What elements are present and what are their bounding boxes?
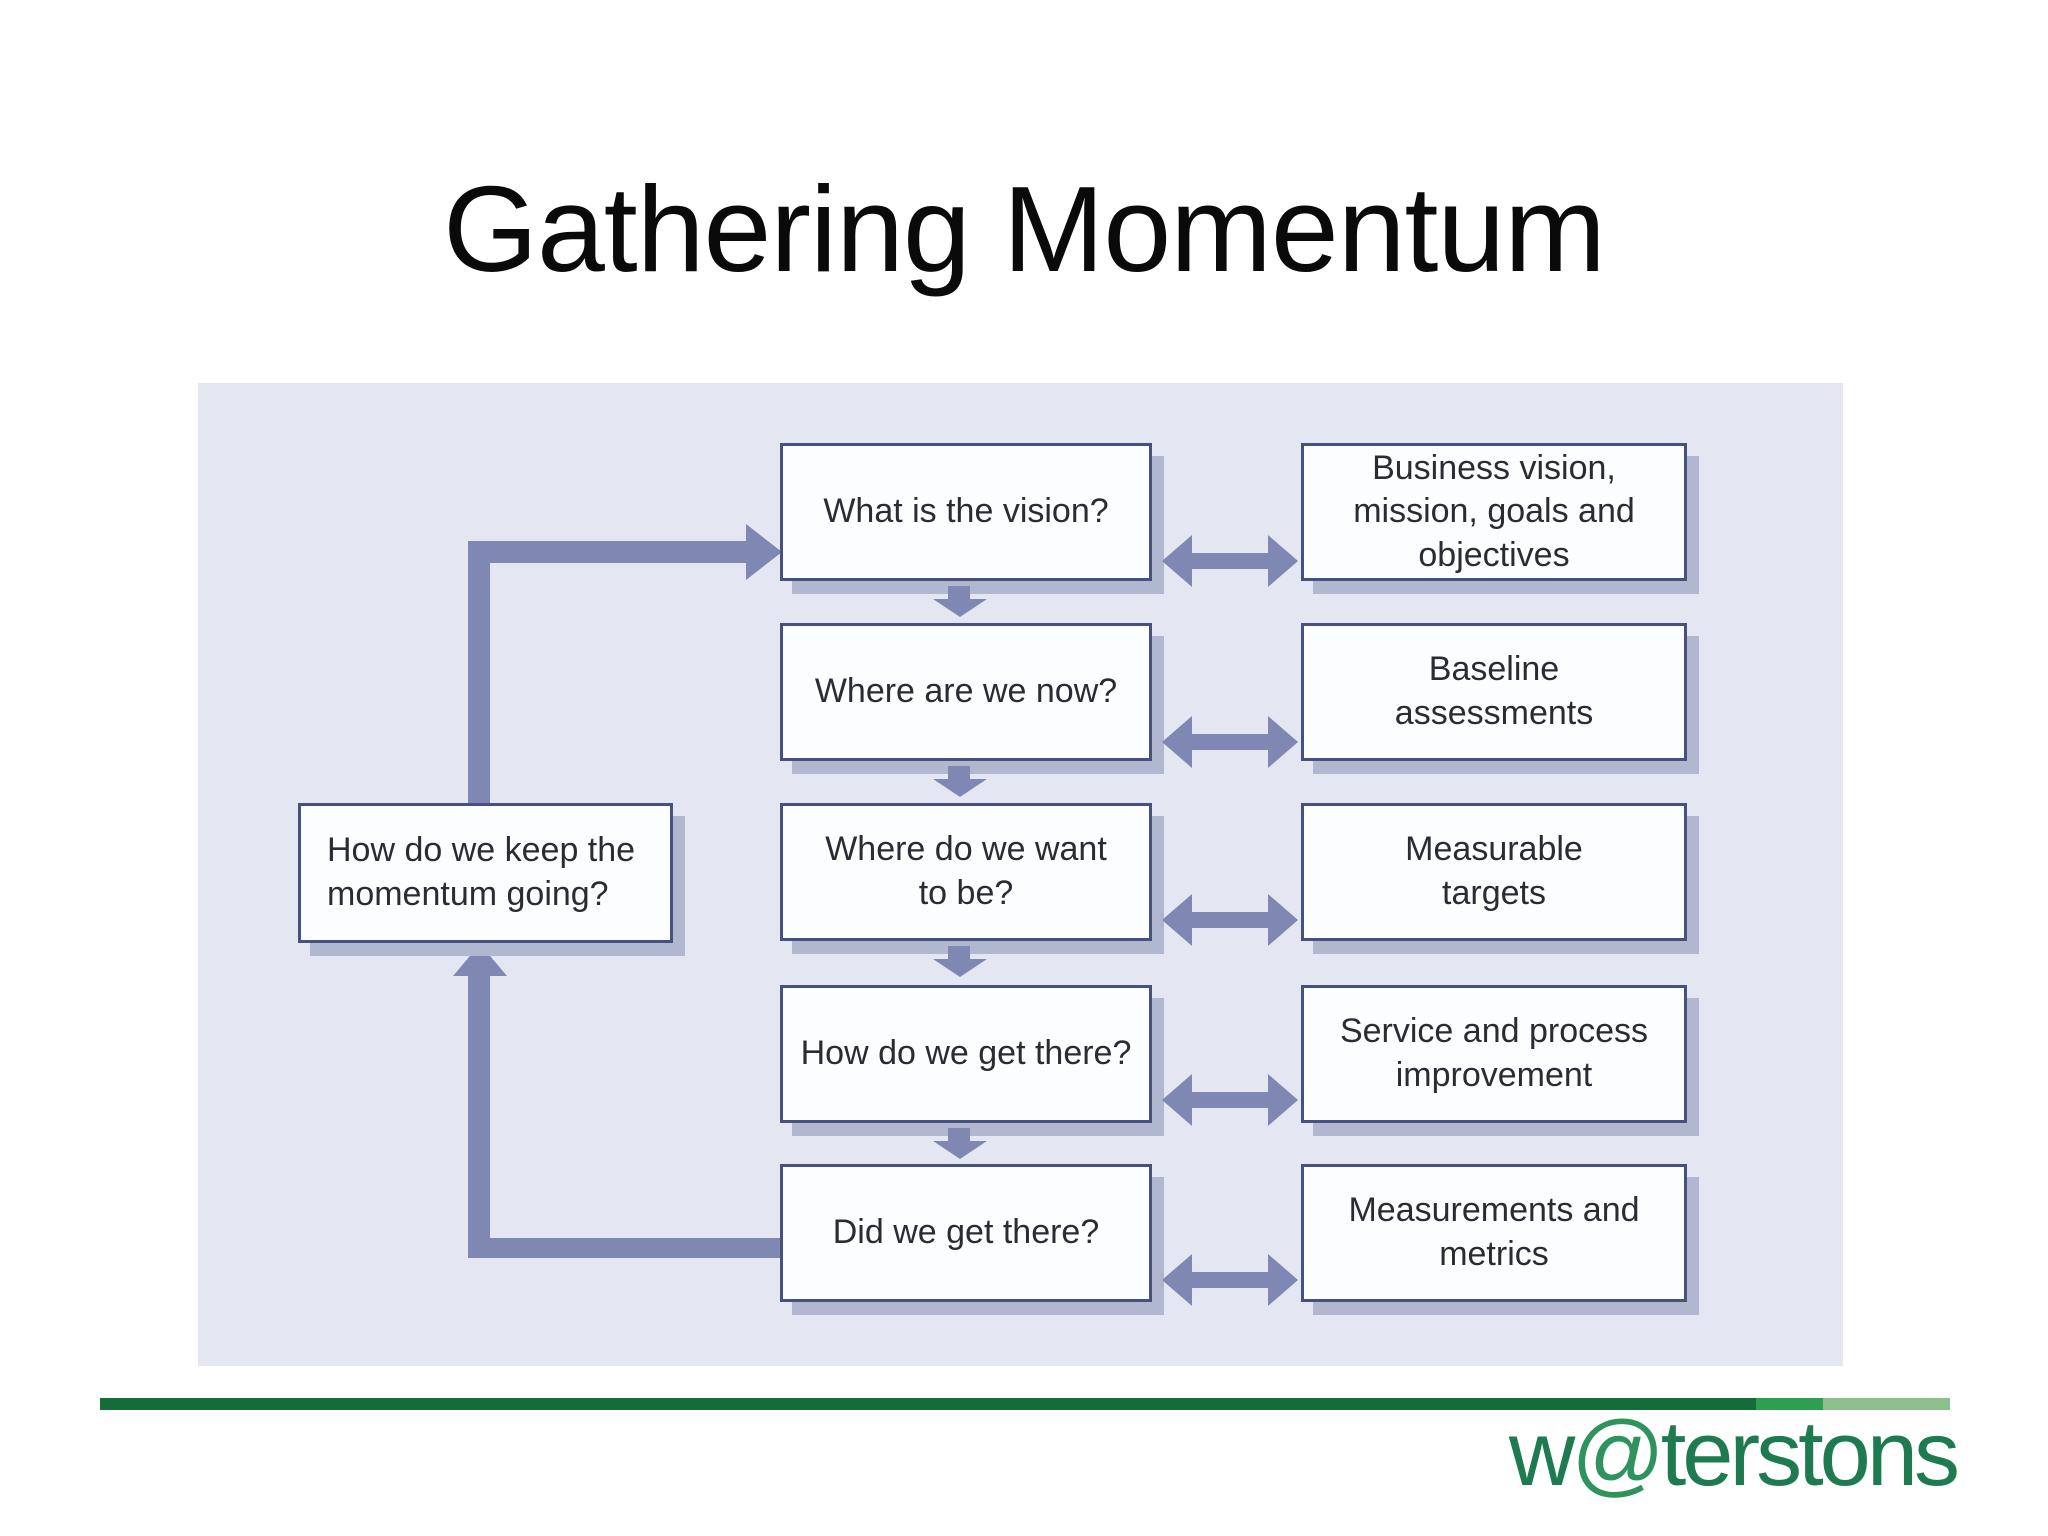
question-box-did-we: Did we get there? <box>780 1164 1152 1302</box>
down-arrow-stub <box>948 766 970 779</box>
arrow-right-head-icon <box>1268 1254 1298 1306</box>
arrow-bar <box>1192 1092 1268 1108</box>
question-box-get-there: How do we get there? <box>780 985 1152 1123</box>
loop-arrow-bottom-horizontal <box>468 1238 782 1258</box>
down-arrow-head-icon <box>933 1141 987 1159</box>
down-arrow-stub <box>948 1128 970 1141</box>
waterstons-logo: w@terstons <box>1509 1408 1960 1500</box>
question-box-now: Where are we now? <box>780 623 1152 761</box>
arrow-right-head-icon <box>1268 1074 1298 1126</box>
loop-arrow-bottom-vertical <box>468 976 490 1258</box>
double-arrow-icon-3 <box>1162 894 1298 946</box>
outcome-box-improvement: Service and process improvement <box>1301 985 1687 1123</box>
outcome-box-measurements: Measurements and metrics <box>1301 1164 1687 1302</box>
down-arrow-icon-2 <box>933 766 987 798</box>
logo-text: w <box>1508 1403 1575 1505</box>
arrow-left-head-icon <box>1162 1074 1192 1126</box>
logo-text: terstons <box>1660 1403 1960 1505</box>
arrow-left-head-icon <box>1162 716 1192 768</box>
down-arrow-icon-3 <box>933 946 987 978</box>
loop-arrow-top-vertical <box>468 541 490 803</box>
down-arrow-stub <box>948 586 970 599</box>
arrow-right-head-icon <box>1268 716 1298 768</box>
footer-divider <box>100 1398 1950 1410</box>
outcome-box-targets: Measurable targets <box>1301 803 1687 941</box>
outcome-box-baseline: Baseline assessments <box>1301 623 1687 761</box>
arrow-left-head-icon <box>1162 1254 1192 1306</box>
arrow-bar <box>1192 553 1268 569</box>
keep-momentum-box: How do we keep the momentum going? <box>298 803 673 943</box>
outcome-box-vision: Business vision, mission, goals and obje… <box>1301 443 1687 581</box>
arrow-bar <box>1192 734 1268 750</box>
arrow-bar <box>1192 1272 1268 1288</box>
double-arrow-icon-4 <box>1162 1074 1298 1126</box>
double-arrow-icon-1 <box>1162 535 1298 587</box>
arrow-right-head-icon <box>1268 894 1298 946</box>
loop-arrow-right-head-icon <box>746 524 782 580</box>
down-arrow-head-icon <box>933 779 987 797</box>
arrow-left-head-icon <box>1162 894 1192 946</box>
down-arrow-head-icon <box>933 959 987 977</box>
question-box-want: Where do we want to be? <box>780 803 1152 941</box>
loop-arrow-top-horizontal <box>468 541 748 563</box>
question-box-vision: What is the vision? <box>780 443 1152 581</box>
arrow-bar <box>1192 912 1268 928</box>
logo-at-glyph: @ <box>1571 1403 1664 1505</box>
down-arrow-head-icon <box>933 599 987 617</box>
down-arrow-icon-1 <box>933 586 987 618</box>
down-arrow-icon-4 <box>933 1128 987 1160</box>
double-arrow-icon-5 <box>1162 1254 1298 1306</box>
arrow-right-head-icon <box>1268 535 1298 587</box>
down-arrow-stub <box>948 946 970 959</box>
double-arrow-icon-2 <box>1162 716 1298 768</box>
slide-title: Gathering Momentum <box>443 160 1606 297</box>
loop-arrow-up-head-icon <box>453 944 507 976</box>
arrow-left-head-icon <box>1162 535 1192 587</box>
